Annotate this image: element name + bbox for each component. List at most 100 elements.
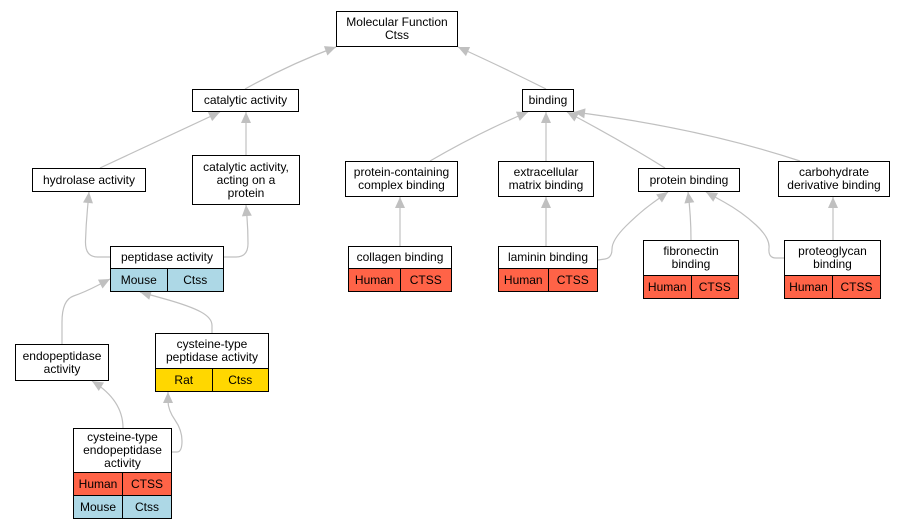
- edge-line: [167, 392, 183, 453]
- edge-arrowhead: [458, 46, 471, 57]
- edge-laminin-to-ecm: [541, 197, 551, 246]
- node-label: peptidase activity: [120, 250, 214, 264]
- edge-arrowhead: [684, 192, 695, 204]
- node-laminin-binding[interactable]: laminin binding Human CTSS: [498, 246, 598, 292]
- edge-line: [244, 46, 337, 90]
- edge-line: [91, 380, 124, 429]
- node-label: collagen binding: [356, 250, 444, 264]
- node-protein-containing-complex-binding[interactable]: protein-containing complex binding: [345, 161, 458, 197]
- annotation-row: Human CTSS: [499, 268, 597, 291]
- node-label: cysteine-type endopeptidase activity: [83, 430, 162, 470]
- edge-fibronectin-to-protein-binding: [684, 191, 695, 241]
- edge-pcc-to-binding: [429, 111, 529, 162]
- edge-arrowhead: [241, 205, 252, 217]
- node-binding[interactable]: binding: [522, 89, 574, 112]
- species-cell: Mouse: [74, 496, 122, 518]
- edge-binding-to-mf: [457, 46, 547, 90]
- edge-laminin-to-protein-binding: [597, 191, 669, 261]
- gene-cell: CTSS: [547, 269, 597, 291]
- edge-arrowhead: [656, 192, 668, 203]
- species-cell: Human: [644, 276, 691, 298]
- edge-line: [99, 111, 221, 169]
- node-label: protein-containing complex binding: [353, 165, 450, 192]
- edge-arrowhead: [706, 192, 719, 202]
- node-catalytic-activity-on-protein[interactable]: catalytic activity, acting on a protein: [192, 155, 300, 205]
- node-endopeptidase-activity[interactable]: endopeptidase activity: [15, 344, 109, 381]
- edge-arrowhead: [241, 112, 251, 123]
- edge-arrowhead: [207, 112, 220, 122]
- node-label: proteoglycan binding: [798, 244, 867, 271]
- edge-arrowhead: [140, 290, 152, 300]
- node-label: endopeptidase activity: [22, 348, 102, 376]
- edge-collagen-to-pcc: [395, 197, 405, 246]
- edge-hydrolase-to-catalytic: [99, 111, 221, 169]
- species-cell: Mouse: [111, 269, 167, 291]
- edge-arrowhead: [515, 111, 528, 121]
- node-extracellular-matrix-binding[interactable]: extracellular matrix binding: [498, 161, 594, 197]
- edge-cys-peptidase-to-peptidase: [139, 290, 213, 333]
- species-cell: Human: [349, 269, 400, 291]
- annotation-row: Human CTSS: [349, 268, 451, 291]
- edge-arrowhead: [574, 108, 586, 119]
- node-protein-binding[interactable]: protein binding: [638, 168, 740, 192]
- node-label: Molecular Function Ctss: [346, 15, 448, 42]
- node-peptidase-activity[interactable]: peptidase activity Mouse Ctss: [110, 246, 224, 292]
- node-catalytic-activity[interactable]: catalytic activity: [192, 89, 299, 112]
- edge-line: [457, 46, 547, 90]
- gene-cell: Ctss: [122, 496, 171, 518]
- node-label: binding: [528, 93, 568, 107]
- edge-line: [61, 278, 111, 344]
- edge-arrowhead: [83, 192, 93, 204]
- edge-line: [224, 204, 249, 258]
- edge-arrowhead: [828, 197, 838, 208]
- edge-proteoglycan-to-protein-binding: [705, 191, 784, 259]
- edge-peptidase-to-cat-protein: [224, 204, 252, 258]
- node-label: extracellular matrix binding: [508, 165, 584, 192]
- edge-catalytic-to-mf: [244, 46, 337, 90]
- species-cell: Human: [785, 276, 832, 298]
- gene-cell: CTSS: [399, 269, 451, 291]
- node-label: protein binding: [649, 172, 729, 187]
- edge-line: [573, 111, 801, 162]
- annotation-row: Human CTSS: [644, 275, 738, 298]
- gene-cell: Ctss: [166, 269, 223, 291]
- edge-cys-endo-to-cys-peptidase: [163, 392, 183, 453]
- edge-line: [429, 111, 529, 162]
- gene-cell: CTSS: [690, 276, 738, 298]
- node-molecular-function[interactable]: Molecular Function Ctss: [336, 11, 458, 47]
- annotation-row: Human CTSS: [785, 275, 880, 298]
- node-label: hydrolase activity: [42, 172, 136, 187]
- node-label: cysteine-type peptidase activity: [165, 337, 259, 364]
- species-cell: Human: [74, 473, 122, 495]
- gene-cell: CTSS: [122, 473, 171, 495]
- edge-cat-protein-to-catalytic: [241, 112, 251, 156]
- edge-protein-binding-to-binding: [566, 111, 666, 169]
- gene-cell: Ctss: [211, 369, 268, 391]
- node-carbohydrate-derivative-binding[interactable]: carbohydrate derivative binding: [778, 161, 890, 197]
- edge-arrowhead: [323, 46, 336, 56]
- edge-arrowhead: [541, 112, 551, 123]
- node-collagen-binding[interactable]: collagen binding Human CTSS: [348, 246, 452, 292]
- annotation-row: Mouse Ctss: [111, 268, 223, 291]
- annotation-row: Human CTSS: [74, 472, 171, 495]
- edge-arrowhead: [567, 112, 580, 122]
- edge-line: [139, 291, 213, 333]
- node-hydrolase-activity[interactable]: hydrolase activity: [32, 168, 146, 192]
- node-cysteine-type-peptidase-activity[interactable]: cysteine-type peptidase activity Rat Cts…: [155, 333, 269, 392]
- node-proteoglycan-binding[interactable]: proteoglycan binding Human CTSS: [784, 240, 881, 299]
- edge-endopeptidase-to-peptidase: [61, 278, 111, 344]
- edge-line: [566, 111, 666, 169]
- edge-arrowhead: [163, 392, 173, 403]
- node-cysteine-type-endopeptidase-activity[interactable]: cysteine-type endopeptidase activity Hum…: [73, 428, 172, 519]
- edge-carb-to-binding: [573, 108, 801, 162]
- species-cell: Rat: [156, 369, 212, 391]
- node-fibronectin-binding[interactable]: fibronectin binding Human CTSS: [643, 240, 739, 299]
- edge-arrowhead: [395, 197, 405, 208]
- species-cell: Human: [499, 269, 548, 291]
- node-label: catalytic activity: [203, 93, 288, 107]
- edge-arrowhead: [97, 279, 110, 289]
- gene-cell: CTSS: [832, 276, 880, 298]
- annotation-row: Rat Ctss: [156, 368, 268, 391]
